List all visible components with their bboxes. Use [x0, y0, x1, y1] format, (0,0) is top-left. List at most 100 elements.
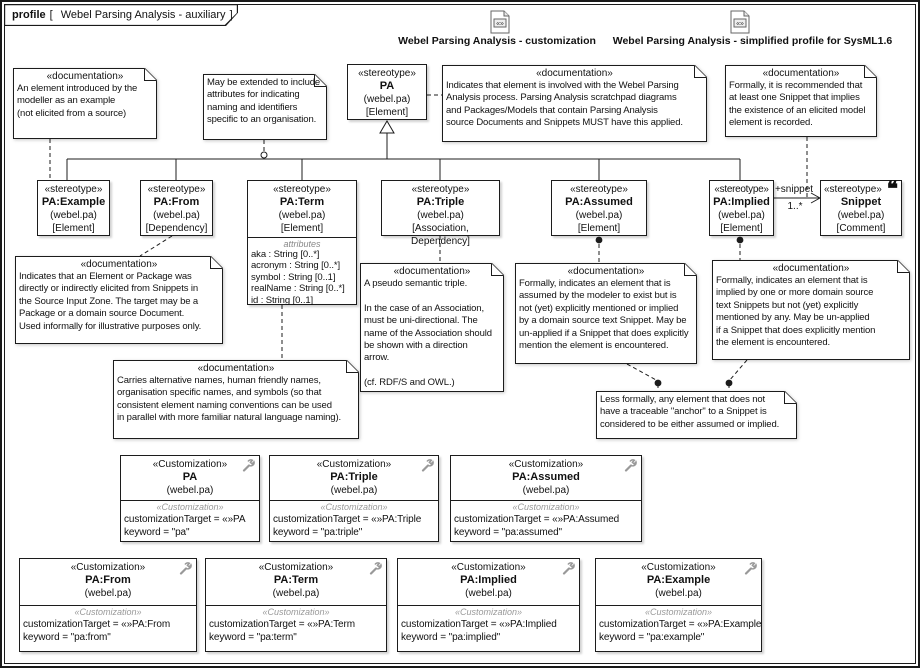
customization-inner-kind: «Customization»: [262, 607, 330, 617]
customization-keyword: keyword = "pa:from": [23, 632, 111, 643]
customization-pa-example[interactable]: «Customization» PA:Example (webel.pa) «C…: [595, 558, 762, 652]
customization-name: PA:From: [85, 574, 131, 586]
customization-target: customizationTarget = «»PA:Assumed: [454, 514, 620, 525]
note-stereotype-label: «documentation»: [762, 68, 840, 79]
stereotype-pa-assumed[interactable]: «stereotype» PA:Assumed (webel.pa) [Elem…: [551, 180, 647, 236]
stereotype-name: PA:Term: [279, 196, 325, 208]
wrench-icon: [421, 459, 434, 472]
stereotype-metaclass: [Association, Dependency]: [411, 223, 470, 247]
note-text: Indicates that element is involved with …: [446, 80, 683, 129]
customization-name: PA: [182, 471, 198, 483]
package-label-customization[interactable]: Webel Parsing Analysis - customization: [398, 35, 596, 47]
note-stereotype-label: «documentation»: [772, 263, 850, 274]
customization-keyword: keyword = "pa:assumed": [454, 527, 563, 538]
customization-kind: «Customization»: [508, 459, 584, 470]
note-elicit-doc[interactable]: «documentation» Indicates that an Elemen…: [15, 256, 223, 344]
stereotype-pa-implied[interactable]: «stereotype» PA:Implied (webel.pa) [Elem…: [709, 180, 774, 236]
note-text: Formally, indicates an element that is a…: [519, 278, 689, 352]
customization-pa-implied[interactable]: «Customization» PA:Implied (webel.pa) «C…: [397, 558, 580, 652]
note-pa-doc[interactable]: «documentation» Indicates that element i…: [442, 65, 707, 142]
customization-name: PA:Triple: [330, 471, 378, 483]
customization-pa[interactable]: «Customization» PA (webel.pa) «Customiza…: [120, 455, 260, 542]
customization-name: PA:Example: [646, 574, 711, 586]
note-extend[interactable]: May be extended to include attributes fo…: [203, 74, 327, 140]
stereotype-pa-term[interactable]: «stereotype» PA:Term (webel.pa) [Element…: [247, 180, 357, 307]
attributes-compartment: attributes aka : String [0..*] acronym :…: [248, 237, 356, 307]
stereotype-package: (webel.pa): [50, 210, 97, 221]
stereotype-name: PA: [379, 80, 395, 92]
stereotype-kind: «stereotype»: [824, 184, 882, 195]
stereotype-metaclass: [Element]: [577, 223, 621, 234]
note-implied-doc[interactable]: «documentation» Formally, indicates an e…: [712, 260, 910, 360]
stereotype-package: (webel.pa): [575, 210, 623, 221]
customization-kind: «Customization»: [152, 459, 228, 470]
comment-quote-icon: ❝: [886, 178, 898, 201]
customization-keyword: keyword = "pa:triple": [273, 527, 363, 538]
stereotype-name: PA:From: [153, 196, 200, 208]
association-role-label: +snippet: [774, 184, 814, 195]
package-label-simplified-profile[interactable]: Webel Parsing Analysis - simplified prof…: [612, 35, 893, 47]
stereotype-metaclass: [Element]: [365, 107, 409, 118]
customization-package: (webel.pa): [465, 588, 512, 599]
stereotype-package: (webel.pa): [363, 94, 411, 105]
customization-package: (webel.pa): [655, 588, 702, 599]
stereotype-package: (webel.pa): [718, 210, 765, 221]
note-assumed-doc[interactable]: «documentation» Formally, indicates an e…: [515, 263, 697, 364]
stereotype-package: (webel.pa): [417, 210, 464, 221]
tab-open-bracket: [: [49, 8, 53, 21]
customization-pa-term[interactable]: «Customization» PA:Term (webel.pa) «Cust…: [205, 558, 387, 652]
stereotype-package: (webel.pa): [278, 210, 326, 221]
customization-package: (webel.pa): [166, 485, 214, 496]
stereotype-name: Snippet: [840, 196, 882, 208]
note-text: Formally, it is recommended that at leas…: [729, 80, 866, 129]
customization-target: customizationTarget = «»PA:Example: [599, 619, 762, 630]
attribute: realName : String [0..*]: [251, 283, 345, 295]
diagram-title: Webel Parsing Analysis - auxiliary: [60, 8, 226, 21]
wrench-icon: [369, 562, 382, 575]
stereotype-metaclass: [Dependency]: [145, 223, 208, 234]
customization-name: PA:Assumed: [512, 471, 580, 483]
attributes-label: attributes: [283, 239, 321, 249]
customization-target: customizationTarget = «»PA:From: [23, 619, 171, 630]
note-text: A pseudo semantic triple. In the case of…: [364, 278, 492, 389]
stereotype-snippet[interactable]: ❝ «stereotype» Snippet (webel.pa) [Comme…: [820, 178, 902, 236]
stereotype-kind: «stereotype»: [358, 68, 416, 79]
customization-package: (webel.pa): [84, 588, 132, 599]
customization-pa-triple[interactable]: «Customization» PA:Triple (webel.pa) «Cu…: [269, 455, 439, 542]
customization-kind: «Customization»: [70, 562, 146, 573]
stereotype-name: PA:Example: [41, 196, 106, 208]
customization-inner-kind: «Customization»: [644, 607, 713, 617]
customization-pa-assumed[interactable]: «Customization» PA:Assumed (webel.pa) «C…: [450, 455, 642, 542]
customization-keyword: keyword = "pa:implied": [401, 632, 501, 643]
stereotype-kind: «stereotype»: [411, 184, 470, 195]
note-text: Indicates that an Element or Package was…: [19, 271, 202, 332]
customization-keyword: keyword = "pa:example": [599, 632, 705, 643]
note-anchor[interactable]: Less formally, any element that does not…: [596, 391, 797, 439]
note-text: Carries alternative names, human friendl…: [117, 375, 342, 424]
customization-name: PA:Term: [273, 574, 319, 586]
customization-inner-kind: «Customization»: [156, 502, 224, 512]
stereotype-pa-triple[interactable]: «stereotype» PA:Triple (webel.pa) [Assoc…: [381, 180, 500, 247]
note-triple-doc[interactable]: «documentation» A pseudo semantic triple…: [360, 263, 504, 392]
stereotype-pa-from[interactable]: «stereotype» PA:From (webel.pa) [Depende…: [140, 180, 213, 236]
note-term-doc[interactable]: «documentation» Carries alternative name…: [113, 360, 359, 439]
customization-target: customizationTarget = «»PA:Triple: [273, 514, 422, 525]
customization-pa-from[interactable]: «Customization» PA:From (webel.pa) «Cust…: [19, 558, 197, 652]
diagram-tab: profile [ Webel Parsing Analysis - auxil…: [4, 4, 238, 26]
stereotype-name: PA:Triple: [416, 196, 465, 208]
customization-inner-kind: «Customization»: [512, 502, 580, 512]
customization-kind: «Customization»: [641, 562, 716, 573]
note-snippet-doc[interactable]: «documentation» Formally, it is recommen…: [725, 65, 877, 137]
stereotype-pa[interactable]: «stereotype» PA (webel.pa) [Element]: [347, 64, 427, 120]
wrench-icon: [242, 459, 255, 472]
attribute: symbol : String [0..1]: [251, 271, 336, 283]
note-stereotype-label: «documentation»: [46, 71, 124, 82]
stereotype-metaclass: [Element]: [720, 223, 763, 234]
note-text: Formally, indicates an element that is i…: [716, 275, 876, 349]
customization-kind: «Customization»: [258, 562, 334, 573]
customization-keyword: keyword = "pa:term": [209, 632, 297, 643]
note-example-doc[interactable]: «documentation» An element introduced by…: [13, 68, 157, 139]
stereotype-pa-example[interactable]: «stereotype» PA:Example (webel.pa) [Elem…: [37, 180, 110, 236]
customization-target: customizationTarget = «»PA:Term: [209, 619, 355, 630]
